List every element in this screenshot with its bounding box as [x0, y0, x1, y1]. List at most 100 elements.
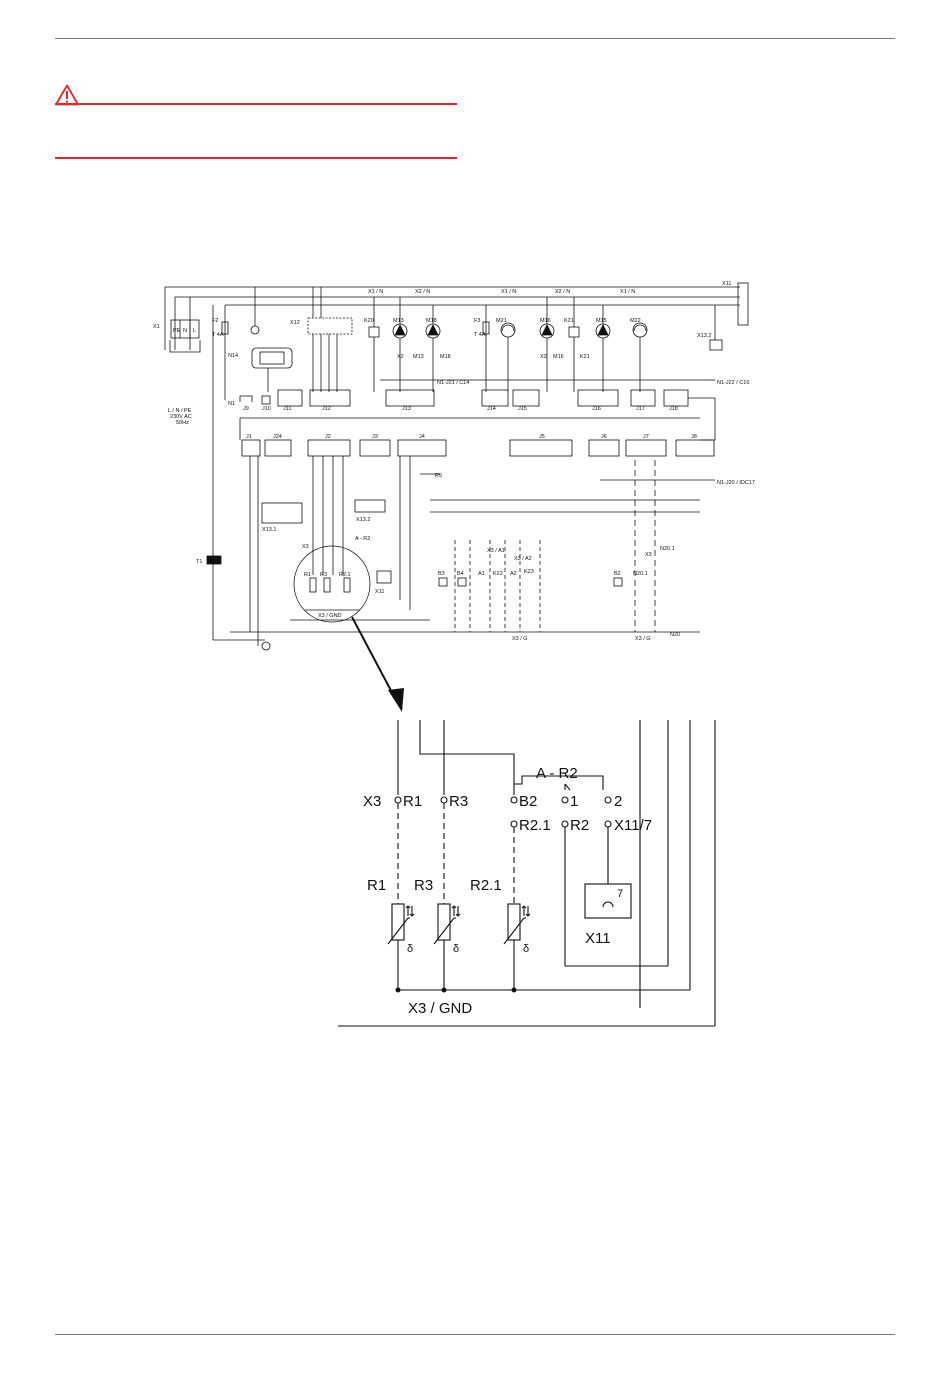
- warning-line-bottom: [55, 157, 457, 159]
- m18-sub-label: M18: [440, 354, 451, 360]
- x1-label: X1: [153, 324, 160, 330]
- n14-label: N14: [228, 353, 238, 359]
- warning-line-top: [55, 103, 457, 105]
- k22-label: K22: [493, 571, 503, 577]
- x2-m16-label: X2: [540, 354, 547, 360]
- connector-j16: J16: [592, 406, 601, 412]
- connector-j15: J15: [518, 406, 527, 412]
- fuse-f3-rating: T 4A: [474, 332, 486, 338]
- m15-label: M15: [596, 318, 607, 324]
- connector-j6: J6: [601, 434, 607, 440]
- m21-label: M21: [496, 318, 507, 324]
- connector-j24: J24: [273, 434, 282, 440]
- n20-label: N20: [670, 632, 680, 638]
- header-rule: [55, 38, 895, 39]
- t1-label: T1: [196, 559, 202, 565]
- connector-j10: J10: [262, 406, 271, 412]
- detail-x11-label: X11: [585, 930, 611, 947]
- ov-x3-gnd-label: X3 / GND: [318, 613, 342, 619]
- ov-x3-label: X3: [302, 544, 309, 550]
- power-label: L / N / PE: [168, 408, 192, 414]
- connector-j9: J9: [243, 406, 249, 412]
- x13-1-label: X13.1: [262, 527, 276, 533]
- fuse-f2-rating: T 4A: [212, 332, 224, 338]
- bus-x1n-b: X1 / N: [501, 289, 516, 295]
- detail-b2-terminal: B2: [519, 793, 537, 810]
- detail-a-r2-label: A - R2: [536, 765, 578, 782]
- x3-label: X3: [645, 552, 652, 558]
- x1-pin-pe: PE: [173, 328, 181, 334]
- detail-x3-label: X3: [363, 793, 381, 810]
- m16-label: M16: [540, 318, 551, 324]
- m22-label: M22: [630, 318, 641, 324]
- k23-label: K23: [524, 569, 534, 575]
- m16-sub-label: M16: [553, 354, 564, 360]
- connector-j7: J7: [643, 434, 649, 440]
- x3-a2-label: X3 / A2: [514, 556, 532, 562]
- connector-j18: J18: [669, 406, 678, 412]
- connector-j12: J12: [322, 406, 331, 412]
- delta-r3: δ: [453, 943, 459, 955]
- detail-x11-7-terminal: X11/7: [614, 817, 652, 834]
- k21-label: K21: [564, 318, 574, 324]
- detail-r2-1-terminal: R2.1: [519, 817, 551, 834]
- connector-j5: J5: [539, 434, 545, 440]
- detail-r1-label: R1: [367, 877, 386, 894]
- a1-label: A1: [478, 571, 485, 577]
- n1-j21-label: N1-J21 / C14: [437, 380, 469, 386]
- x3-g-label-2: X3 / G: [635, 636, 651, 642]
- n1-label: N1: [228, 401, 235, 407]
- x13-2-label: X13.2: [356, 517, 370, 523]
- b2-label: B2: [614, 571, 621, 577]
- n20-1-label: N20.1: [633, 571, 648, 577]
- delta-r1: δ: [407, 943, 413, 955]
- connector-j4: J4: [419, 434, 425, 440]
- fuse-f3-label: F3: [474, 318, 480, 324]
- bus-x2n-a: X2 / N: [415, 289, 430, 295]
- fuse-f2-label: F2: [212, 318, 218, 324]
- n20-1-vertical-label: N20.1: [660, 546, 675, 552]
- n1-j22-label: N1-J22 / C16: [717, 380, 749, 386]
- detail-r3-terminal: R3: [449, 793, 468, 810]
- x2-m13-label: X2: [397, 354, 404, 360]
- b3-label: B3: [438, 571, 445, 577]
- x3-a1-label: X3 / A1: [487, 548, 505, 554]
- connector-j3: J3: [372, 434, 378, 440]
- ov-a-r2-label: A - R2: [355, 536, 370, 542]
- detail-x3-gnd-label: X3 / GND: [408, 1000, 472, 1017]
- connector-j14: J14: [487, 406, 496, 412]
- ov-r2-1-label: R2.1: [339, 572, 351, 578]
- x1-pin-l: L: [193, 328, 196, 334]
- voltage-label: 230V AC: [170, 414, 192, 420]
- bus-x1n-a: X1 / N: [368, 289, 383, 295]
- k21-sub-label: K21: [580, 354, 590, 360]
- frequency-label: 50Hz: [176, 420, 189, 426]
- r5-label: R5: [435, 473, 442, 479]
- detail-r2-1-label: R2.1: [470, 877, 502, 894]
- detail-r2-terminal: R2: [570, 817, 589, 834]
- ov-r1-label: R1: [304, 572, 311, 578]
- x11-top-label: X11: [722, 281, 731, 287]
- connector-j1: J1: [246, 434, 252, 440]
- k20-label: K20: [364, 318, 374, 324]
- ov-r3-label: R3: [320, 572, 327, 578]
- bus-x1n-c: X1 / N: [620, 289, 635, 295]
- detail-pin-7: 7: [617, 888, 623, 900]
- footer-rule: [55, 1334, 895, 1335]
- n1-j20-label: N1-J20 / IDC17: [717, 480, 755, 486]
- x13-2-top-label: X13.2: [697, 333, 711, 339]
- bus-x2n-b: X2 / N: [555, 289, 570, 295]
- m13-label: M13: [393, 318, 404, 324]
- m13-sub-label: M13: [413, 354, 424, 360]
- m18-label: M18: [426, 318, 437, 324]
- detail-r3-label: R3: [414, 877, 433, 894]
- connector-j2: J2: [325, 434, 331, 440]
- x12-label: X12: [290, 320, 300, 326]
- detail-pin-2: 2: [614, 793, 622, 810]
- connector-j11: J11: [283, 406, 291, 412]
- b4-label: B4: [457, 571, 464, 577]
- connector-j17: J17: [636, 406, 645, 412]
- delta-r2-1: δ: [523, 943, 529, 955]
- x1-pin-n: N: [183, 328, 187, 334]
